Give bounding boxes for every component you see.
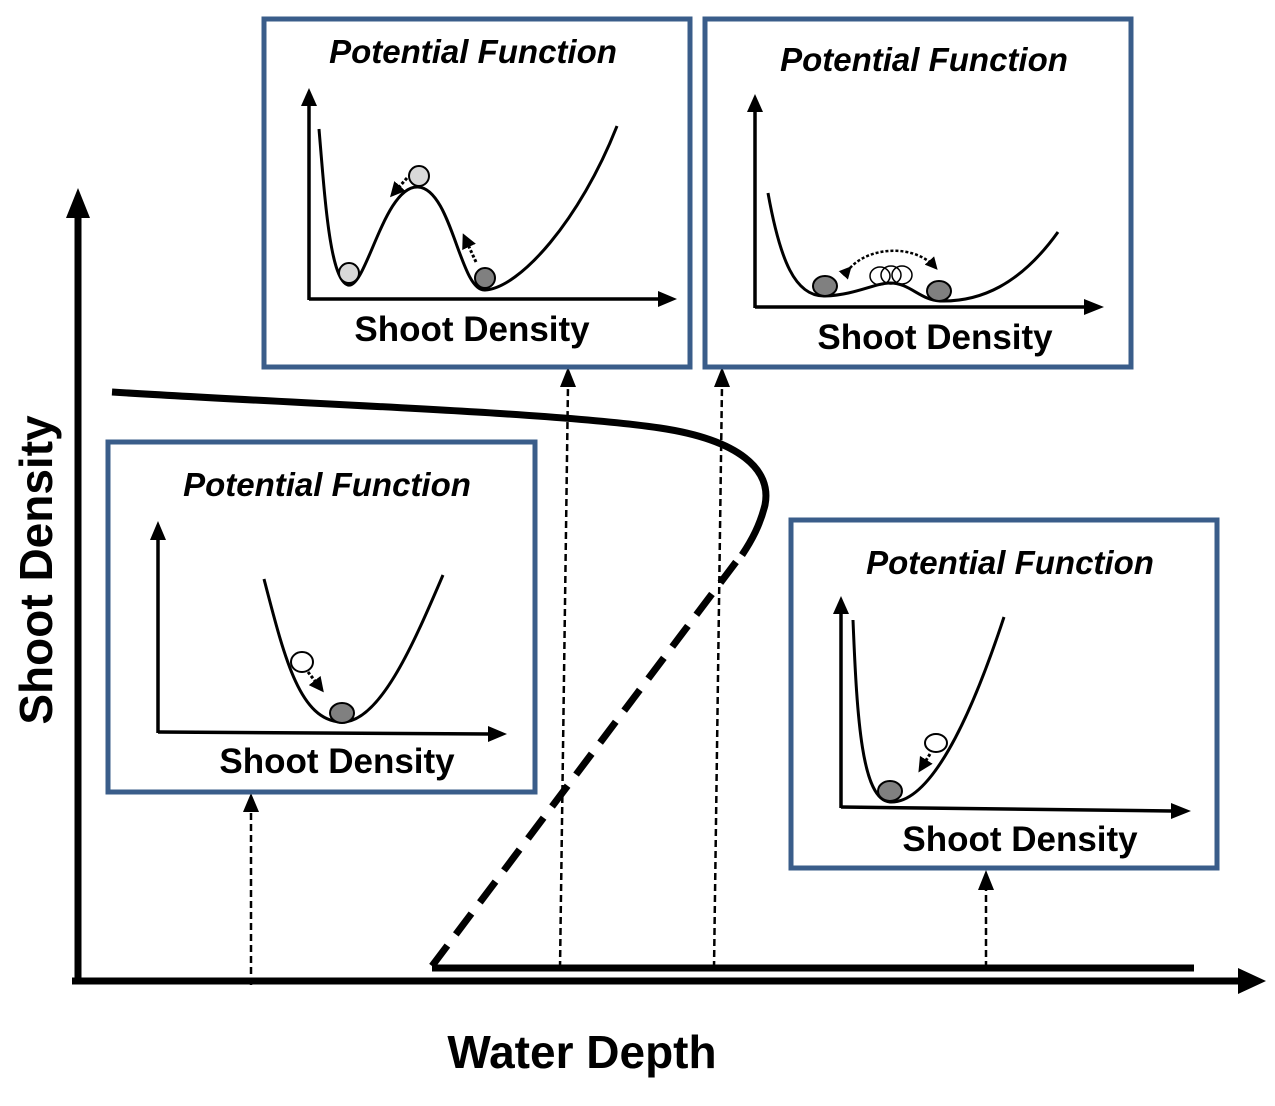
- inset-title: Potential Function: [183, 466, 471, 503]
- potential-curve: [317, 125, 619, 292]
- ball-equilibrium: [329, 702, 355, 724]
- y-axis-arrowhead-icon: [66, 188, 90, 218]
- x-axis-title: Water Depth: [447, 1026, 716, 1078]
- connector-arrow-flat-double-well: [712, 367, 730, 969]
- inset-title: Potential Function: [329, 33, 617, 70]
- unstable-branch: [429, 559, 739, 969]
- potential-curve: [766, 192, 1060, 303]
- inset-double-well: Potential Function Shoot Density: [261, 16, 693, 370]
- dashed-arrow-icon: [306, 671, 324, 693]
- inset-x-label: Shoot Density: [219, 742, 455, 781]
- main-x-axis: [72, 968, 1266, 994]
- inset-x-label: Shoot Density: [354, 310, 590, 349]
- ball-barrier-top: [408, 165, 430, 187]
- inset-x-axis: [157, 730, 491, 736]
- inset-x-label: Shoot Density: [817, 318, 1053, 357]
- inset-title: Potential Function: [780, 41, 1068, 78]
- dashed-arrow-icon: [918, 753, 933, 773]
- inset-single-well-low: Potential Function Shoot Density: [788, 517, 1220, 871]
- y-axis-title: Shoot Density: [10, 415, 62, 725]
- ball-perturbed: [290, 651, 314, 673]
- x-axis-arrowhead-icon: [1238, 968, 1266, 994]
- potential-curve: [851, 616, 1006, 804]
- inset-x-axis: [840, 805, 1173, 813]
- ball-equilibrium: [877, 780, 903, 802]
- inset-title: Potential Function: [866, 544, 1154, 581]
- ball-right-well: [474, 267, 496, 289]
- upper-stable-branch: [111, 388, 770, 557]
- ball-perturbed: [924, 733, 948, 753]
- inset-x-label: Shoot Density: [902, 820, 1138, 859]
- ball-right-well: [926, 280, 952, 302]
- main-y-axis: [66, 188, 90, 978]
- ball-left-well: [338, 262, 360, 284]
- inset-single-well-high: Potential Function Shoot Density: [105, 439, 538, 795]
- dashed-double-arrow-icon: [838, 249, 938, 280]
- ball-left-well: [812, 275, 838, 297]
- connector-arrow-single-well-low: [978, 870, 994, 968]
- inset-flat-double-well: Potential Function Shoot Density: [702, 16, 1134, 370]
- dashed-arrow-icon: [390, 177, 409, 198]
- connector-arrow-double-well: [558, 367, 576, 969]
- connector-arrow-single-well-high: [243, 793, 259, 985]
